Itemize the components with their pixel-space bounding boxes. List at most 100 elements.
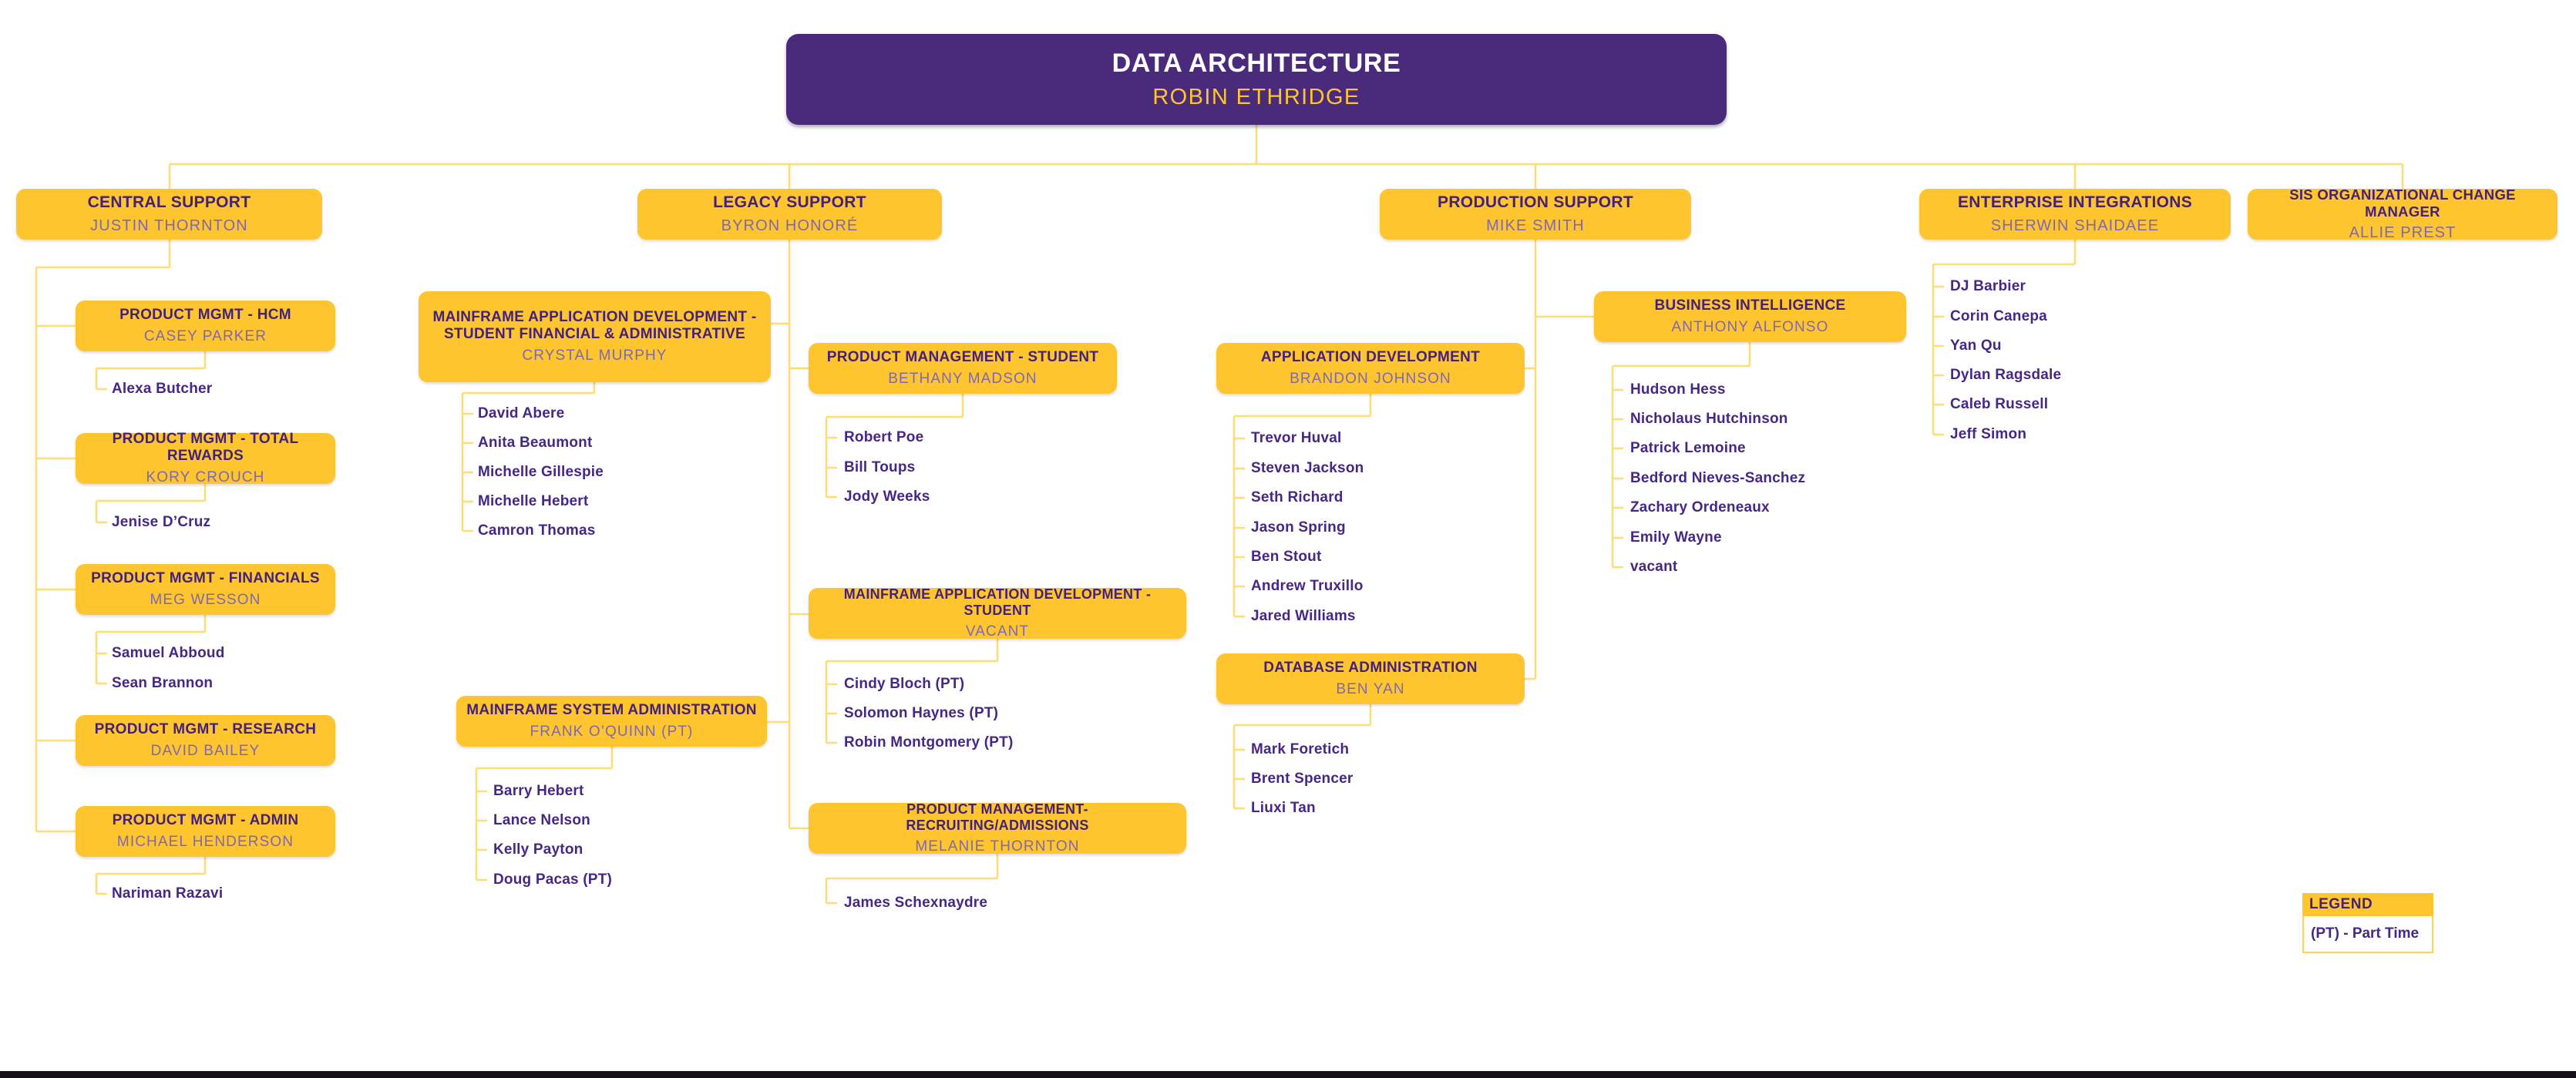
dept-title: MAINFRAME APPLICATION DEVELOPMENT - STUD… [432,309,757,342]
branch-box-legacy-support: LEGACY SUPPORT BYRON HONORÉ [637,189,942,240]
dept-box-mainframe-app-dev-student: MAINFRAME APPLICATION DEVELOPMENT - STUD… [809,586,1186,640]
member-name: Lance Nelson [493,812,590,828]
member-name: Corin Canepa [1950,308,2047,324]
branch-title: SIS ORGANIZATIONAL CHANGE MANAGER [2289,186,2516,220]
member-name: Doug Pacas (PT) [493,871,612,888]
dept-person: KORY CROUCH [146,468,265,485]
dept-person: MELANIE THORNTON [915,838,1080,855]
root-title: DATA ARCHITECTURE [1111,48,1401,78]
branch-box-sis-organizational-change-manager: SIS ORGANIZATIONAL CHANGE MANAGER ALLIE … [2248,186,2558,241]
footer-bar [0,1071,2576,1078]
dept-box-product-mgmt-total-rewards: PRODUCT MGMT - TOTAL REWARDS KORY CROUCH [76,431,335,485]
member-name: Sean Brannon [112,675,214,691]
dept-title: PRODUCT MGMT - HCM [119,307,291,324]
dept-title: BUSINESS INTELLIGENCE [1654,297,1846,314]
branch-person: SHERWIN SHAIDAEE [1990,217,2160,234]
dept-title: DATABASE ADMINISTRATION [1263,660,1478,677]
dept-person: CASEY PARKER [143,327,267,344]
member-name: Jeff Simon [1950,426,2027,442]
branch-title: LEGACY SUPPORT [713,193,866,212]
member-name: Nariman Razavi [112,885,224,902]
member-name: Solomon Haynes (PT) [844,705,999,721]
member-name: Anita Beaumont [478,435,593,451]
member-name: Robin Montgomery (PT) [844,734,1014,751]
member-name: Emily Wayne [1630,529,1722,546]
member-name: Samuel Abboud [112,645,225,661]
branch-box-production-support: PRODUCTION SUPPORT MIKE SMITH [1380,189,1691,240]
member-name: Jenise D’Cruz [112,514,211,530]
dept-box-product-mgmt-admin: PRODUCT MGMT - ADMIN MICHAEL HENDERSON [76,806,335,857]
member-name: Robert Poe [844,429,924,445]
dept-box-product-mgmt-hcm: PRODUCT MGMT - HCM CASEY PARKER [76,301,335,351]
dept-box-product-mgmt-research: PRODUCT MGMT - RESEARCH DAVID BAILEY [76,715,335,766]
member-name: Andrew Truxillo [1251,578,1364,594]
member-name: Liuxi Tan [1251,800,1316,816]
dept-person: DAVID BAILEY [150,742,261,759]
branch-person: ALLIE PREST [2349,223,2457,241]
dept-box-database-administration: DATABASE ADMINISTRATION BEN YAN [1216,653,1525,704]
legend-title: LEGEND [2302,893,2433,916]
dept-person: FRANK O’QUINN (PT) [530,723,694,740]
member-name: Trevor Huval [1251,430,1342,446]
dept-box-business-intelligence: BUSINESS INTELLIGENCE ANTHONY ALFONSO [1594,291,1906,342]
member-name: Kelly Payton [493,841,583,858]
member-name: Nicholaus Hutchinson [1630,411,1788,427]
member-name: Patrick Lemoine [1630,440,1746,456]
branch-title: ENTERPRISE INTEGRATIONS [1957,193,2193,212]
member-name: Bill Toups [844,459,916,475]
dept-title: MAINFRAME SYSTEM ADMINISTRATION [466,702,757,719]
branch-box-central-support: CENTRAL SUPPORT JUSTIN THORNTON [16,189,322,240]
dept-box-product-management-recruiting-admissions: PRODUCT MANAGEMENT- RECRUITING/ADMISSION… [809,801,1186,855]
dept-person: ANTHONY ALFONSO [1671,318,1829,335]
member-name: Jody Weeks [844,489,930,505]
dept-person: BRANDON JOHNSON [1290,370,1451,387]
member-name: Mark Foretich [1251,741,1350,757]
branch-person: MIKE SMITH [1486,217,1585,234]
member-name: vacant [1630,559,1678,575]
member-name: Hudson Hess [1630,381,1726,398]
dept-person: MICHAEL HENDERSON [116,833,294,850]
dept-box-application-development: APPLICATION DEVELOPMENT BRANDON JOHNSON [1216,343,1525,394]
member-name: David Abere [478,405,565,421]
branch-title: PRODUCTION SUPPORT [1438,193,1633,212]
member-name: Michelle Hebert [478,493,589,509]
branch-person: JUSTIN THORNTON [90,217,248,234]
dept-title: PRODUCT MGMT - TOTAL REWARDS [112,431,299,464]
dept-box-mainframe-system-administration: MAINFRAME SYSTEM ADMINISTRATION FRANK O’… [456,696,767,747]
dept-person: VACANT [965,623,1030,640]
member-name: Barry Hebert [493,783,584,799]
legend: LEGEND (PT) - Part Time [2302,893,2433,953]
member-name: Alexa Butcher [112,381,213,397]
member-name: Steven Jackson [1251,460,1364,476]
member-name: Seth Richard [1251,489,1343,505]
member-name: James Schexnaydre [844,895,988,911]
member-name: Brent Spencer [1251,771,1354,787]
dept-title: PRODUCT MANAGEMENT - STUDENT [826,349,1099,366]
dept-person: BETHANY MADSON [888,370,1037,387]
dept-title: APPLICATION DEVELOPMENT [1260,349,1481,366]
dept-box-product-mgmt-financials: PRODUCT MGMT - FINANCIALS MEG WESSON [76,564,335,615]
member-name: Jared Williams [1251,608,1356,624]
root-person: ROBIN ETHRIDGE [1152,85,1360,110]
dept-title: PRODUCT MGMT - ADMIN [112,812,299,829]
legend-entry: (PT) - Part Time [2302,916,2433,953]
dept-box-mainframe-app-dev-student-financial-administrative: MAINFRAME APPLICATION DEVELOPMENT - STUD… [419,291,771,382]
dept-box-product-management-student: PRODUCT MANAGEMENT - STUDENT BETHANY MAD… [809,343,1117,394]
member-name: Dylan Ragsdale [1950,367,2062,383]
dept-title: MAINFRAME APPLICATION DEVELOPMENT - STUD… [843,586,1152,618]
member-name: Cindy Bloch (PT) [844,676,965,692]
member-name: Jason Spring [1251,519,1346,536]
dept-person: CRYSTAL MURPHY [522,347,668,364]
dept-title: PRODUCT MGMT - FINANCIALS [91,570,320,587]
dept-person: MEG WESSON [150,591,261,608]
member-name: Bedford Nieves-Sanchez [1630,470,1806,486]
member-name: Zachary Ordeneaux [1630,499,1770,515]
member-name: Ben Stout [1251,549,1322,565]
member-name: Yan Qu [1950,338,2002,354]
root-box: DATA ARCHITECTURE ROBIN ETHRIDGE [786,34,1727,125]
dept-title: PRODUCT MGMT - RESEARCH [94,721,317,738]
member-name: Camron Thomas [478,522,596,539]
member-name: DJ Barbier [1950,278,2026,294]
